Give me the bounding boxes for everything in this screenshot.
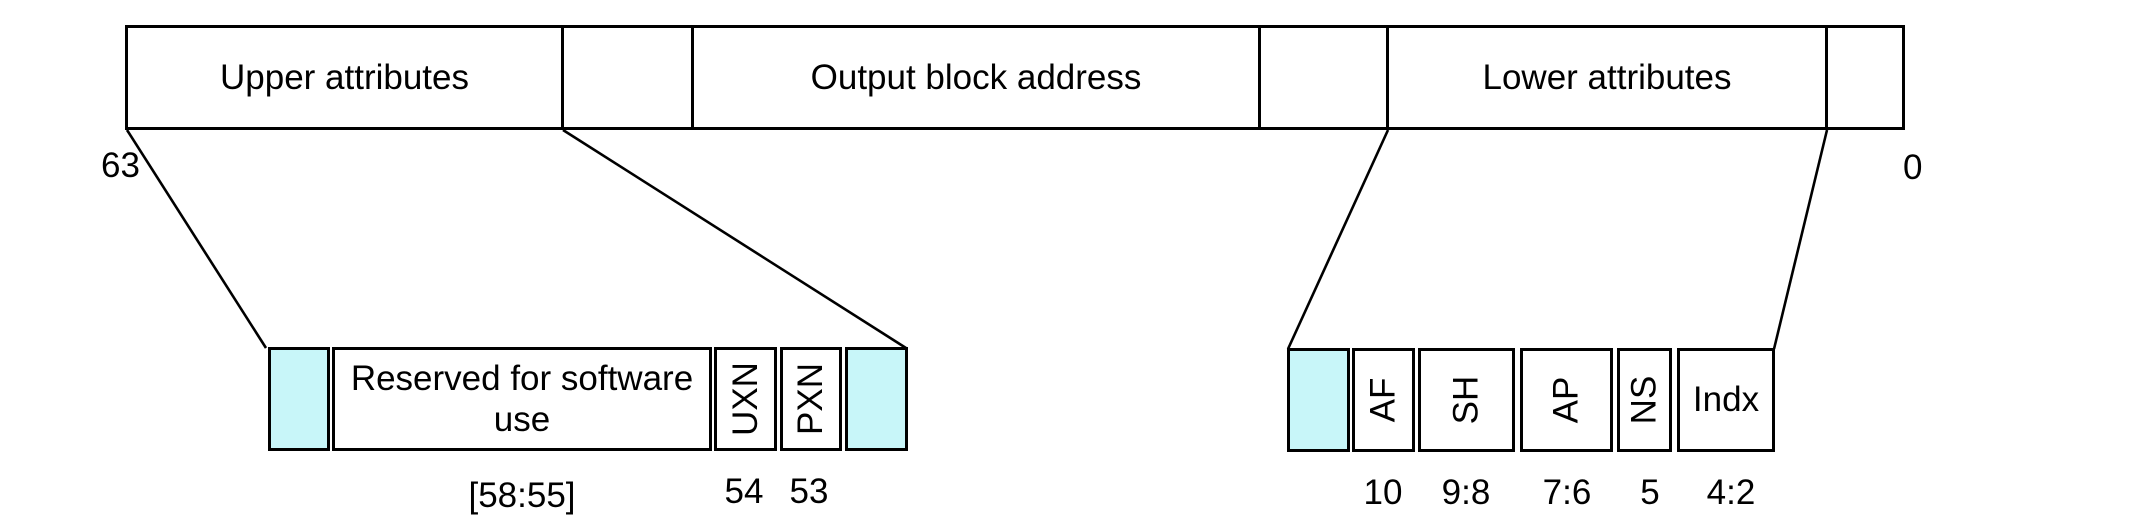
bar-segment-ignored-lower xyxy=(1261,28,1389,127)
top-bar: Upper attributes Output block address Lo… xyxy=(125,25,1905,130)
sh-label: SH xyxy=(1446,375,1486,425)
uxn-label: UXN xyxy=(725,362,765,436)
ap-label: AP xyxy=(1546,376,1586,424)
bar-segment-low-bits xyxy=(1828,28,1902,127)
bar-segment-lower-attributes: Lower attributes xyxy=(1389,28,1828,127)
bar-segment-upper-attributes: Upper attributes xyxy=(128,28,564,127)
bits-58-55-label: [58:55] xyxy=(468,476,576,515)
bar-segment-output-block-address: Output block address xyxy=(694,28,1261,127)
bits-4-2-label: 4:2 xyxy=(1706,473,1756,512)
upper-attributes-label: Upper attributes xyxy=(219,57,470,97)
pxn-label: PXN xyxy=(791,363,830,435)
bar-segment-ignored-upper xyxy=(564,28,694,127)
upper-detail-reserved-software: Reserved for software use xyxy=(332,347,712,451)
indx-label: Indx xyxy=(1692,380,1760,419)
lower-detail-pad-left xyxy=(1287,348,1350,452)
bit-53-label: 53 xyxy=(789,472,829,511)
lower-detail-ns: NS xyxy=(1617,348,1672,452)
upper-detail-pad-left xyxy=(268,347,330,451)
bit-54-label: 54 xyxy=(724,472,764,511)
ns-label: NS xyxy=(1624,375,1664,425)
lower-detail-sh: SH xyxy=(1418,348,1515,452)
output-block-address-label: Output block address xyxy=(810,57,1142,97)
reserved-software-label: Reserved for software use xyxy=(350,358,694,439)
bits-9-8-label: 9:8 xyxy=(1441,473,1491,512)
expansion-line-lower-right xyxy=(1772,129,1829,350)
bits-7-6-label: 7:6 xyxy=(1542,473,1592,512)
expansion-line-upper-left xyxy=(125,129,268,349)
lower-detail-ap: AP xyxy=(1520,348,1613,452)
expansion-line-lower-left xyxy=(1286,129,1390,350)
bit-63-label: 63 xyxy=(101,146,140,185)
lower-detail-indx: Indx xyxy=(1677,348,1775,452)
af-label: AF xyxy=(1363,377,1403,423)
upper-detail-pxn: PXN xyxy=(780,347,842,451)
bit-5-label: 5 xyxy=(1640,473,1660,512)
upper-detail-pad-right xyxy=(845,347,908,451)
lower-detail-af: AF xyxy=(1352,348,1415,452)
bit-0-label: 0 xyxy=(1903,148,1923,187)
bit-10-label: 10 xyxy=(1363,473,1403,512)
lower-attributes-label: Lower attributes xyxy=(1482,57,1732,97)
expansion-line-upper-right xyxy=(562,128,907,350)
upper-detail-uxn: UXN xyxy=(714,347,777,451)
